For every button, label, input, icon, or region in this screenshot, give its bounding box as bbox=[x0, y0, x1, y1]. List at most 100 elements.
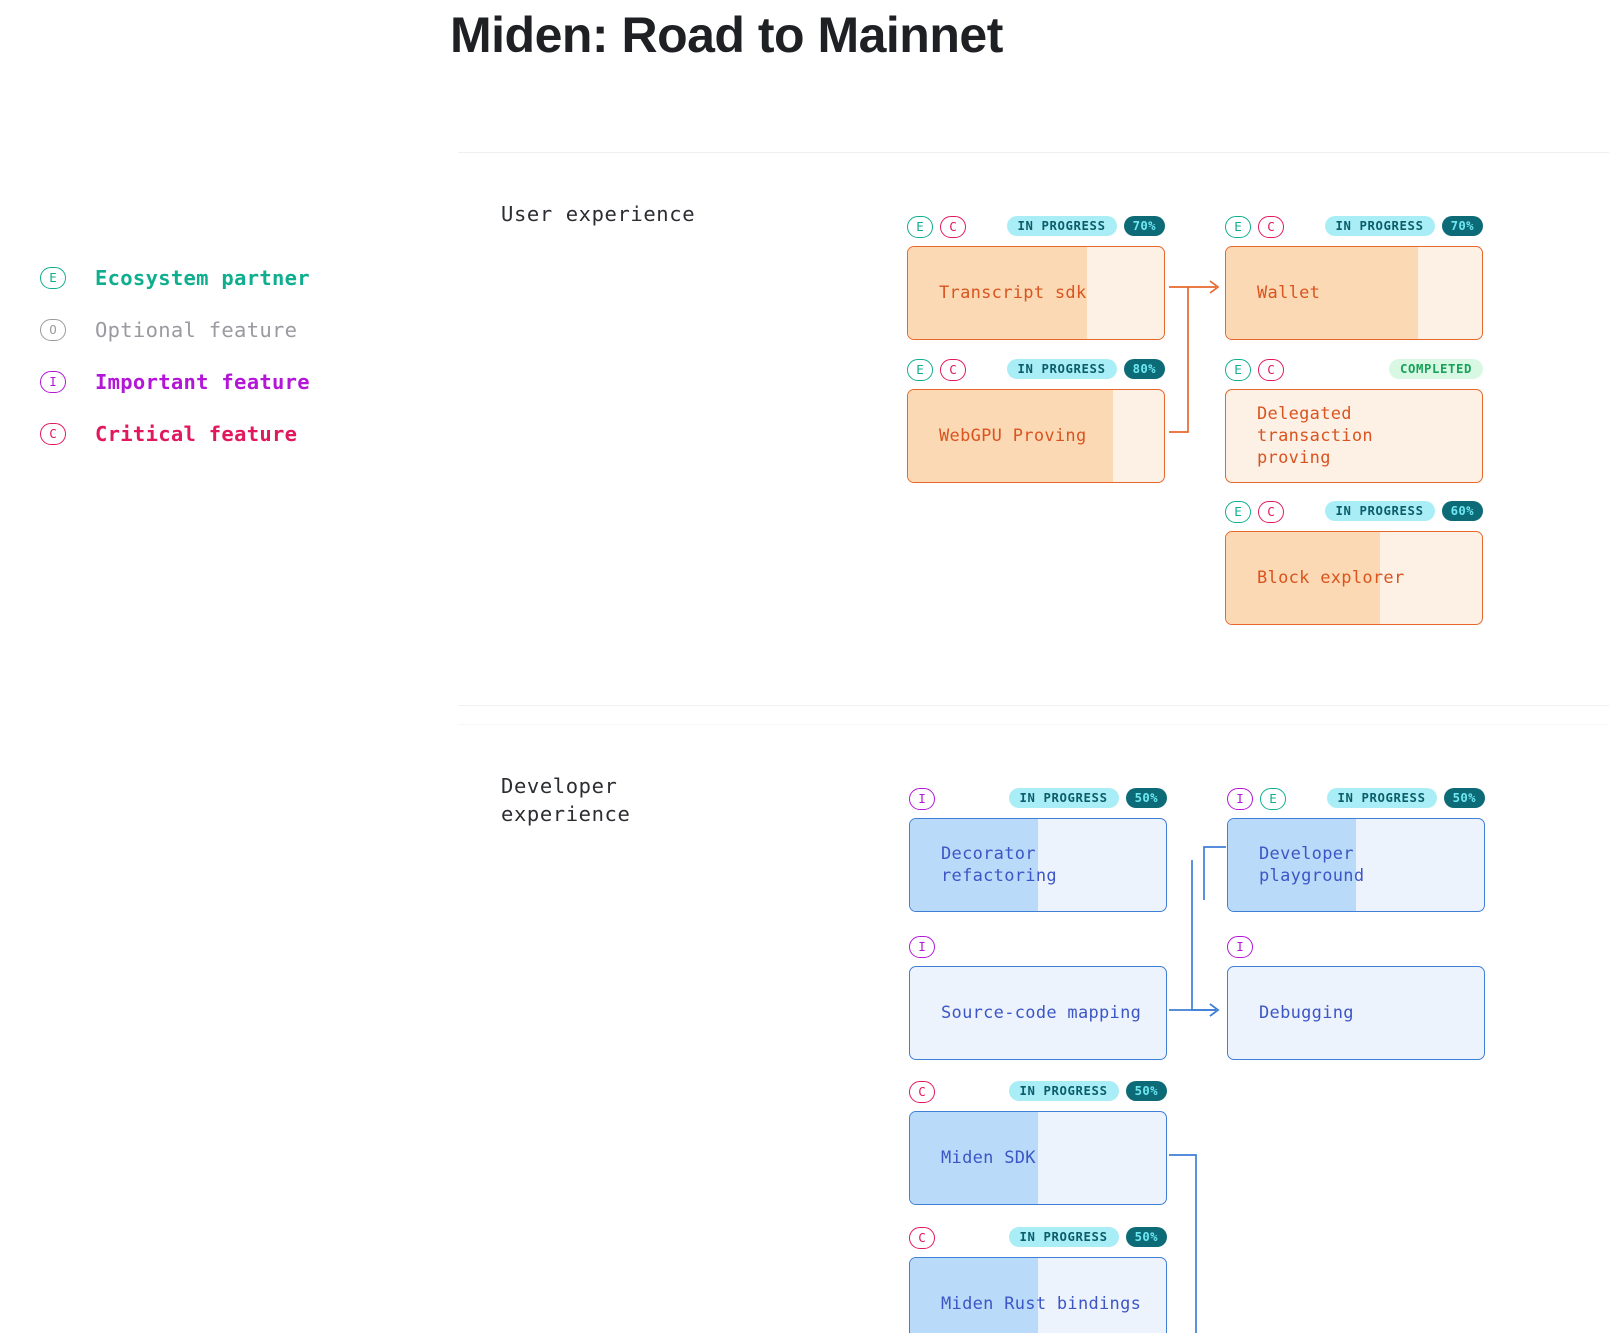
card-badges: C IN PROGRESS 50% bbox=[909, 1227, 1167, 1249]
card-body[interactable]: Transcript sdk bbox=[907, 246, 1165, 340]
card-block-explorer[interactable]: E C IN PROGRESS 60% Block explorer bbox=[1225, 501, 1483, 625]
progress-fill bbox=[910, 1112, 1038, 1204]
legend-item-critical-feature: C Critical feature bbox=[40, 414, 400, 454]
legend: E Ecosystem partner O Optional feature I… bbox=[40, 258, 400, 466]
card-badges: I bbox=[1227, 936, 1485, 958]
progress-badge: 80% bbox=[1123, 359, 1165, 380]
tag-chip-c-icon: C bbox=[940, 359, 966, 381]
card-body[interactable]: Block explorer bbox=[1225, 531, 1483, 625]
card-status-group: COMPLETED bbox=[1388, 359, 1483, 380]
section-divider-middle bbox=[458, 705, 1609, 706]
legend-label-optional-feature: Optional feature bbox=[95, 318, 298, 342]
card-title: Transcript sdk bbox=[939, 283, 1087, 303]
card-status-group: IN PROGRESS 70% bbox=[1324, 216, 1483, 237]
card-source-code-mapping[interactable]: I Source-code mapping bbox=[909, 936, 1167, 1060]
section-title-developer-experience: Developer experience bbox=[501, 774, 631, 826]
progress-badge: 70% bbox=[1441, 216, 1483, 237]
card-title: Miden SDK bbox=[941, 1148, 1036, 1168]
card-badges: E C IN PROGRESS 70% bbox=[1225, 216, 1483, 238]
card-status-group: IN PROGRESS 50% bbox=[1326, 788, 1485, 809]
status-badge: IN PROGRESS bbox=[1006, 216, 1117, 237]
card-badges: I E IN PROGRESS 50% bbox=[1227, 788, 1485, 810]
card-body[interactable]: Source-code mapping bbox=[909, 966, 1167, 1060]
status-badge: IN PROGRESS bbox=[1324, 501, 1435, 522]
legend-label-critical-feature: Critical feature bbox=[95, 422, 298, 446]
connector-dev-playground-left bbox=[1203, 846, 1226, 900]
tag-chip-c-icon: C bbox=[40, 423, 66, 445]
legend-label-important-feature: Important feature bbox=[95, 370, 310, 394]
progress-fill bbox=[910, 1258, 1038, 1333]
card-title: Miden Rust bindings bbox=[941, 1294, 1142, 1314]
card-status-group: IN PROGRESS 70% bbox=[1006, 216, 1165, 237]
connector-ux-group-1 bbox=[1169, 280, 1220, 433]
card-body[interactable]: Decorator refactoring bbox=[909, 818, 1167, 912]
tag-chip-c-icon: C bbox=[1258, 501, 1284, 523]
card-status-group: IN PROGRESS 50% bbox=[1008, 1227, 1167, 1248]
card-body[interactable]: Delegated transaction proving bbox=[1225, 389, 1483, 483]
tag-chip-i-icon: I bbox=[40, 371, 66, 393]
card-badges: E C IN PROGRESS 70% bbox=[907, 216, 1165, 238]
tag-chip-e-icon: E bbox=[907, 359, 933, 381]
tag-chip-o-icon: O bbox=[40, 319, 66, 341]
card-badges: E C COMPLETED bbox=[1225, 359, 1483, 381]
card-debugging[interactable]: I Debugging bbox=[1227, 936, 1485, 1060]
tag-chip-e-icon: E bbox=[1225, 359, 1251, 381]
card-wallet[interactable]: E C IN PROGRESS 70% Wallet bbox=[1225, 216, 1483, 340]
legend-item-optional-feature: O Optional feature bbox=[40, 310, 400, 350]
status-badge: IN PROGRESS bbox=[1006, 359, 1117, 380]
card-body[interactable]: WebGPU Proving bbox=[907, 389, 1165, 483]
tag-chip-c-icon: C bbox=[909, 1081, 935, 1103]
progress-fill bbox=[908, 390, 1113, 482]
card-decorator-refactoring[interactable]: I IN PROGRESS 50% Decorator refactoring bbox=[909, 788, 1167, 912]
connector-dev-group-3 bbox=[1169, 1154, 1197, 1333]
status-badge: IN PROGRESS bbox=[1008, 1227, 1119, 1248]
page-title: Miden: Road to Mainnet bbox=[450, 7, 1003, 63]
progress-badge: 50% bbox=[1125, 788, 1167, 809]
tag-chip-letter: E bbox=[49, 269, 57, 285]
card-body[interactable]: Miden Rust bindings bbox=[909, 1257, 1167, 1333]
card-body[interactable]: Debugging bbox=[1227, 966, 1485, 1060]
tag-chip-letter: I bbox=[49, 373, 57, 389]
card-status-group: IN PROGRESS 80% bbox=[1006, 359, 1165, 380]
card-status-group: IN PROGRESS 50% bbox=[1008, 788, 1167, 809]
card-badges: I bbox=[909, 936, 1167, 958]
card-body[interactable]: Developer playground bbox=[1227, 818, 1485, 912]
card-body[interactable]: Wallet bbox=[1225, 246, 1483, 340]
progress-fill bbox=[1226, 532, 1380, 624]
card-developer-playground[interactable]: I E IN PROGRESS 50% Developer playground bbox=[1227, 788, 1485, 912]
card-badges: E C IN PROGRESS 60% bbox=[1225, 501, 1483, 523]
card-title: Decorator refactoring bbox=[941, 844, 1057, 886]
tag-chip-letter: C bbox=[49, 425, 57, 441]
card-miden-sdk[interactable]: C IN PROGRESS 50% Miden SDK bbox=[909, 1081, 1167, 1205]
card-title: WebGPU Proving bbox=[939, 426, 1087, 446]
section-divider-lower bbox=[458, 724, 1609, 725]
legend-item-important-feature: I Important feature bbox=[40, 362, 400, 402]
connector-dev-group-2 bbox=[1169, 1003, 1220, 1017]
card-transcript-sdk[interactable]: E C IN PROGRESS 70% Transcript sdk bbox=[907, 216, 1165, 340]
tag-chip-e-icon: E bbox=[40, 267, 66, 289]
progress-badge: 50% bbox=[1125, 1081, 1167, 1102]
card-webgpu-proving[interactable]: E C IN PROGRESS 80% WebGPU Proving bbox=[907, 359, 1165, 483]
tag-chip-e-icon: E bbox=[1225, 216, 1251, 238]
card-status-group: IN PROGRESS 50% bbox=[1008, 1081, 1167, 1102]
status-badge: IN PROGRESS bbox=[1326, 788, 1437, 809]
card-miden-rust-bindings[interactable]: C IN PROGRESS 50% Miden Rust bindings bbox=[909, 1227, 1167, 1333]
section-title-user-experience: User experience bbox=[501, 202, 696, 226]
tag-chip-i-icon: I bbox=[1227, 788, 1253, 810]
progress-badge: 50% bbox=[1443, 788, 1485, 809]
progress-fill bbox=[1228, 819, 1356, 911]
card-badges: I IN PROGRESS 50% bbox=[909, 788, 1167, 810]
status-badge: IN PROGRESS bbox=[1008, 788, 1119, 809]
card-title: Developer playground bbox=[1259, 844, 1365, 886]
card-delegated-transaction-proving[interactable]: E C COMPLETED Delegated transaction prov… bbox=[1225, 359, 1483, 483]
card-body[interactable]: Miden SDK bbox=[909, 1111, 1167, 1205]
progress-badge: 50% bbox=[1125, 1227, 1167, 1248]
tag-chip-e-icon: E bbox=[907, 216, 933, 238]
card-badges: E C IN PROGRESS 80% bbox=[907, 359, 1165, 381]
tag-chip-letter: O bbox=[49, 321, 57, 337]
card-badges: C IN PROGRESS 50% bbox=[909, 1081, 1167, 1103]
card-title: Source-code mapping bbox=[941, 1003, 1142, 1023]
tag-chip-c-icon: C bbox=[909, 1227, 935, 1249]
progress-badge: 70% bbox=[1123, 216, 1165, 237]
progress-fill bbox=[910, 819, 1038, 911]
